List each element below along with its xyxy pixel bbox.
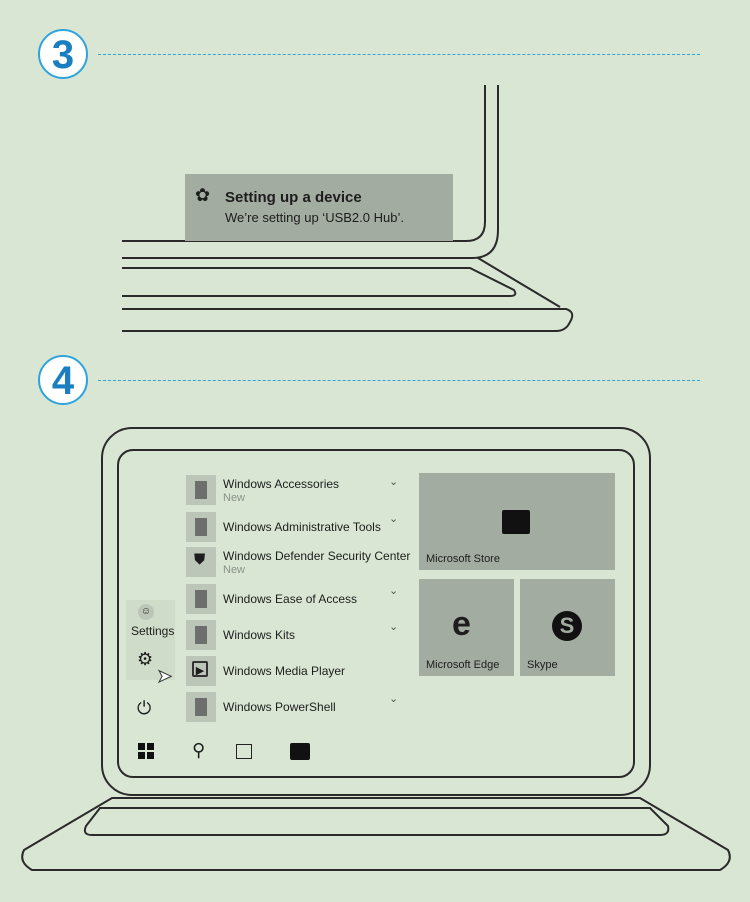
chevron-down-icon[interactable]: ⌄ [389, 513, 399, 525]
power-icon[interactable]: ⏻ [137, 698, 152, 718]
gear-icon: ✿ [195, 185, 211, 205]
notification-message: We’re setting up ‘USB2.0 Hub’. [225, 210, 404, 225]
step-4-badge: 4 [38, 355, 88, 405]
media-player-icon: ▶ [186, 656, 216, 686]
windows-start-icon[interactable] [138, 743, 154, 759]
store-taskbar-icon[interactable] [290, 743, 310, 760]
skype-icon: S [552, 611, 582, 641]
cursor-icon: ➤ [156, 666, 173, 687]
store-icon [502, 510, 530, 534]
chevron-down-icon[interactable]: ⌄ [389, 476, 399, 488]
device-setup-notification[interactable]: ✿ Setting up a device We’re setting up ‘… [185, 174, 453, 241]
shield-icon: ⛊ [186, 547, 216, 577]
tile-microsoft-edge[interactable]: e Microsoft Edge [419, 579, 514, 676]
folder-icon [186, 475, 216, 505]
task-view-icon[interactable] [236, 744, 252, 759]
tile-skype[interactable]: S Skype [520, 579, 615, 676]
chevron-down-icon[interactable]: ⌄ [389, 585, 399, 597]
chevron-down-icon[interactable]: ⌄ [389, 621, 399, 633]
chevron-down-icon[interactable]: ⌄ [389, 693, 399, 705]
edge-icon: e [452, 605, 471, 643]
step-3-badge: 3 [38, 29, 88, 79]
folder-icon [186, 512, 216, 542]
search-icon[interactable]: ⚲ [192, 740, 206, 760]
folder-icon [186, 584, 216, 614]
divider [98, 54, 700, 55]
divider [98, 380, 700, 381]
user-icon[interactable]: ☺ [138, 604, 154, 620]
notification-title: Setting up a device [225, 189, 362, 206]
folder-icon [186, 692, 216, 722]
folder-icon [186, 620, 216, 650]
tile-microsoft-store[interactable]: Microsoft Store [419, 473, 615, 570]
settings-tooltip: Settings [131, 624, 175, 638]
settings-gear-icon[interactable]: ⚙ [137, 649, 154, 669]
